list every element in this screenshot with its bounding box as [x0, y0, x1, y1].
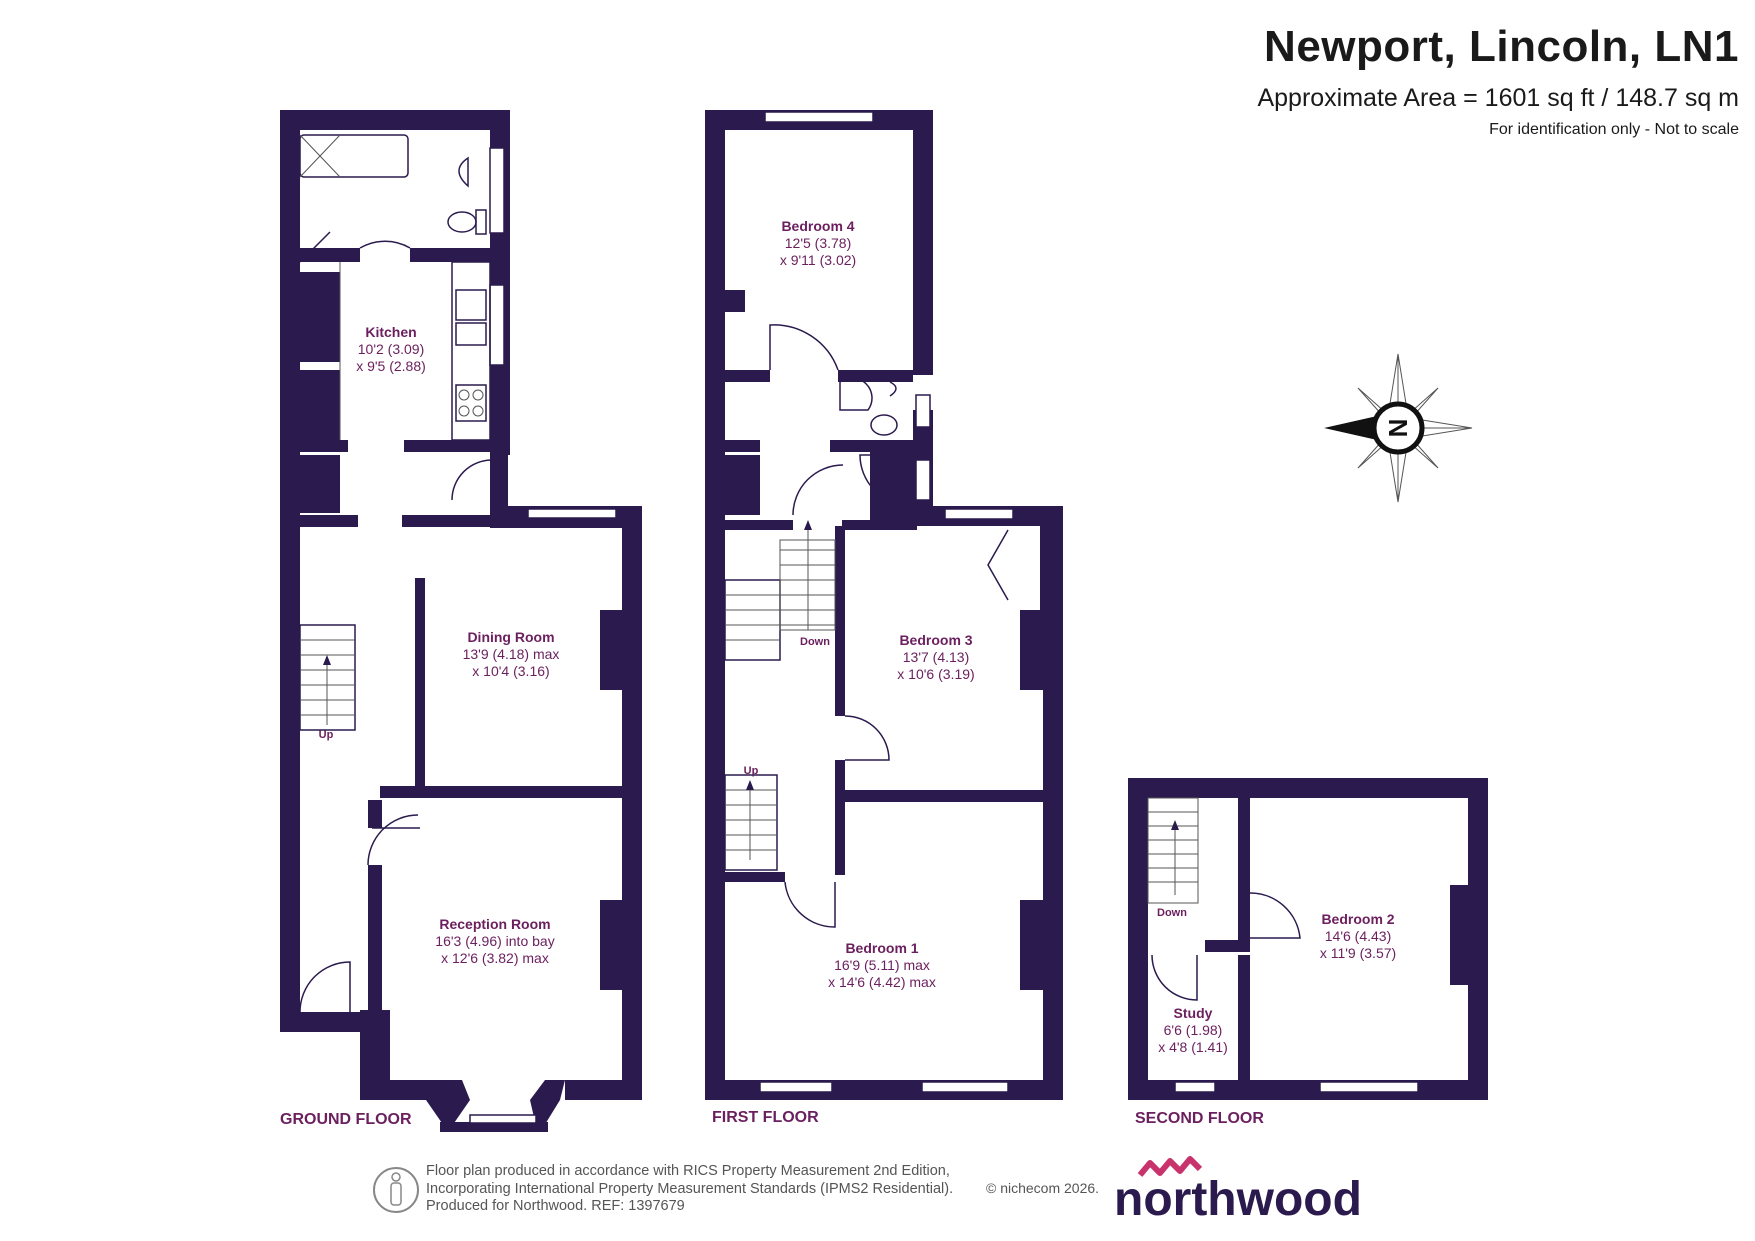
floor-label-second: SECOND FLOOR [1135, 1110, 1264, 1127]
room-label-reception: Reception Room 16'3 (4.96) into bay x 12… [435, 916, 554, 966]
stair-label-down-first: Down [800, 636, 830, 648]
floor-label-first: FIRST FLOOR [712, 1109, 819, 1126]
bedroom2-name: Bedroom 2 [1321, 911, 1394, 927]
footer-line-3: Produced for Northwood. REF: 1397679 [426, 1198, 685, 1214]
identification-note: For identification only - Not to scale [1489, 121, 1739, 138]
dining-dim2: x 10'4 (3.16) [472, 663, 549, 679]
study-dim2: x 4'8 (1.41) [1158, 1039, 1228, 1055]
bedroom3-name: Bedroom 3 [899, 632, 972, 648]
reception-dim2: x 12'6 (3.82) max [441, 950, 549, 966]
bedroom1-dim2: x 14'6 (4.42) max [828, 974, 936, 990]
kitchen-name: Kitchen [365, 324, 416, 340]
dining-dim1: 13'9 (4.18) max [463, 646, 560, 662]
stair-label-up-ground: Up [319, 729, 334, 741]
bedroom4-dim2: x 9'11 (3.02) [780, 252, 856, 268]
study-dim1: 6'6 (1.98) [1164, 1022, 1223, 1038]
reception-dim1: 16'3 (4.96) into bay [435, 933, 554, 949]
bedroom1-dim1: 16'9 (5.11) max [834, 957, 930, 973]
second-floor [1128, 778, 1488, 1100]
footer-line-2: Incorporating International Property Mea… [426, 1180, 954, 1197]
property-title: Newport, Lincoln, LN1 [1264, 22, 1739, 71]
bedroom4-name: Bedroom 4 [781, 218, 854, 234]
room-label-bedroom4: Bedroom 4 12'5 (3.78) x 9'11 (3.02) [780, 218, 856, 268]
room-label-bedroom3: Bedroom 3 13'7 (4.13) x 10'6 (3.19) [897, 632, 974, 682]
bedroom2-dim1: 14'6 (4.43) [1325, 928, 1392, 944]
room-label-dining: Dining Room 13'9 (4.18) max x 10'4 (3.16… [463, 629, 560, 679]
bedroom2-dim2: x 11'9 (3.57) [1320, 945, 1396, 961]
bedroom3-dim2: x 10'6 (3.19) [897, 666, 974, 682]
second-stair-treads [1148, 811, 1198, 883]
compass-rose-icon: N [1324, 353, 1473, 503]
bedroom1-name: Bedroom 1 [845, 940, 918, 956]
kitchen-dim1: 10'2 (3.09) [358, 341, 425, 357]
room-label-study: Study 6'6 (1.98) x 4'8 (1.41) [1158, 1005, 1228, 1055]
compass-north-label: N [1383, 419, 1413, 438]
floor-label-ground: GROUND FLOOR [280, 1111, 412, 1128]
ground-floor [280, 110, 642, 1132]
approximate-area: Approximate Area = 1601 sq ft / 148.7 sq… [1257, 84, 1739, 112]
room-label-bedroom2: Bedroom 2 14'6 (4.43) x 11'9 (3.57) [1320, 911, 1396, 961]
bedroom3-dim1: 13'7 (4.13) [903, 649, 970, 665]
bedroom4-dim1: 12'5 (3.78) [785, 235, 852, 251]
footer-line-1: Floor plan produced in accordance with R… [426, 1163, 950, 1179]
northwood-logo-mark [1137, 1156, 1203, 1177]
ipms-person-icon [373, 1167, 419, 1213]
northwood-logo: northwood [1114, 1173, 1362, 1226]
stair-label-down-second: Down [1157, 907, 1187, 919]
copyright: © nichecom 2026. [986, 1180, 1100, 1196]
room-label-kitchen: Kitchen 10'2 (3.09) x 9'5 (2.88) [356, 324, 426, 374]
reception-name: Reception Room [439, 916, 550, 932]
kitchen-dim2: x 9'5 (2.88) [356, 358, 426, 374]
footer-disclaimer: Floor plan produced in accordance with R… [426, 1163, 953, 1216]
room-label-bedroom1: Bedroom 1 16'9 (5.11) max x 14'6 (4.42) … [828, 940, 936, 990]
study-name: Study [1174, 1005, 1213, 1021]
first-stair-treads-up [725, 789, 777, 851]
stair-label-up-first: Up [744, 765, 759, 777]
dining-name: Dining Room [467, 629, 554, 645]
first-floor [705, 110, 1063, 1100]
